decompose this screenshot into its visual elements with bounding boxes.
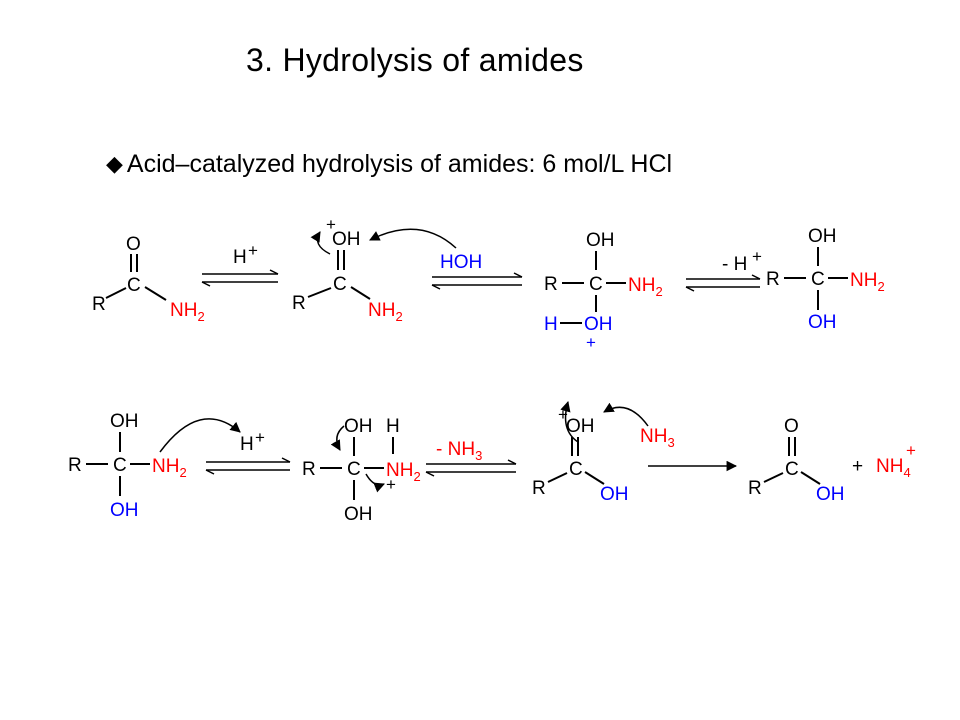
svg-text:R: R xyxy=(532,478,546,499)
svg-text:C: C xyxy=(569,459,583,480)
structure-carboxylic-acid: O C R OH xyxy=(748,416,845,505)
bullet-text: Acid–catalyzed hydrolysis of amides: 6 m… xyxy=(126,150,673,178)
svg-text:OH: OH xyxy=(110,411,139,432)
svg-text:+: + xyxy=(906,441,916,460)
svg-text:OH: OH xyxy=(808,312,837,333)
svg-text:HOH: HOH xyxy=(440,252,482,273)
svg-text:R: R xyxy=(68,455,82,476)
svg-text:H: H xyxy=(544,314,558,335)
structure-protonated-acid: + OH C R OH NH3 xyxy=(532,400,675,505)
structure-tetrahedral-neutral: OH C R NH2 OH xyxy=(766,226,885,333)
svg-text:R: R xyxy=(766,269,780,290)
structure-tetrahedral-oxonium: OH C R NH2 H OH + xyxy=(544,230,663,352)
ammonium-product: + NH4 + xyxy=(852,441,916,480)
svg-text:OH: OH xyxy=(584,314,613,335)
svg-text:C: C xyxy=(347,459,361,480)
svg-text:R: R xyxy=(544,274,558,295)
svg-text:C: C xyxy=(333,274,347,295)
svg-text:OH: OH xyxy=(816,484,845,505)
svg-text:+: + xyxy=(558,405,568,424)
svg-text:H: H xyxy=(233,247,247,268)
svg-text:OH: OH xyxy=(808,226,837,247)
svg-text:C: C xyxy=(113,455,127,476)
svg-text:+: + xyxy=(386,475,396,494)
svg-text:OH: OH xyxy=(586,230,615,251)
svg-text:R: R xyxy=(748,478,762,499)
nh2-group: NH2 xyxy=(368,300,403,324)
structure-protonated-amine: OH C R H NH2 + OH xyxy=(302,416,421,525)
structure-tetrahedral-neutral-2: OH C R NH2 OH xyxy=(68,411,241,521)
equilibrium-arrow-5: - NH3 xyxy=(425,439,517,477)
svg-text:OH: OH xyxy=(600,484,629,505)
svg-text:OH: OH xyxy=(344,416,373,437)
slide-title: 3. Hydrolysis of amides xyxy=(246,42,584,78)
nh2-group: NH2 xyxy=(170,300,205,324)
svg-text:H: H xyxy=(240,434,254,455)
svg-text:C: C xyxy=(589,274,603,295)
nh3-label: NH3 xyxy=(640,426,675,450)
svg-text:O: O xyxy=(784,416,799,437)
svg-text:C: C xyxy=(127,275,141,296)
svg-text:OH: OH xyxy=(332,229,361,250)
svg-text:OH: OH xyxy=(566,416,595,437)
svg-text:OH: OH xyxy=(110,500,139,521)
nh2-group: NH2 xyxy=(152,456,187,480)
svg-text:- H: - H xyxy=(722,254,747,275)
svg-text:+: + xyxy=(586,333,596,352)
diamond-bullet-icon: ◆ xyxy=(106,151,123,176)
svg-text:+: + xyxy=(255,428,265,447)
nh2-group: NH2 xyxy=(850,270,885,294)
svg-text:OH: OH xyxy=(344,504,373,525)
nh4-label: NH4 xyxy=(876,456,911,480)
equilibrium-arrow-4: H + xyxy=(205,428,291,475)
svg-text:+: + xyxy=(248,241,258,260)
svg-text:R: R xyxy=(92,294,106,315)
svg-text:+: + xyxy=(852,456,863,477)
svg-text:+: + xyxy=(752,247,762,266)
structure-amide: O C R NH2 xyxy=(92,234,205,324)
nh2-group: NH2 xyxy=(628,275,663,299)
equilibrium-arrow-3: - H + xyxy=(685,247,762,292)
equilibrium-arrow-2: HOH xyxy=(431,252,523,290)
svg-text:C: C xyxy=(811,269,825,290)
svg-text:R: R xyxy=(302,459,316,480)
svg-text:O: O xyxy=(126,234,141,255)
svg-text:C: C xyxy=(785,459,799,480)
svg-text:+: + xyxy=(326,215,336,234)
equilibrium-arrow-1: H + xyxy=(201,241,279,287)
structure-protonated-amide: + OH C R NH2 xyxy=(292,215,457,324)
minus-nh3-label: - NH3 xyxy=(436,439,482,463)
bullet-point: ◆Acid–catalyzed hydrolysis of amides: 6 … xyxy=(106,150,672,179)
svg-text:H: H xyxy=(386,416,400,437)
nh2-group: NH2 xyxy=(386,460,421,484)
svg-text:R: R xyxy=(292,293,306,314)
